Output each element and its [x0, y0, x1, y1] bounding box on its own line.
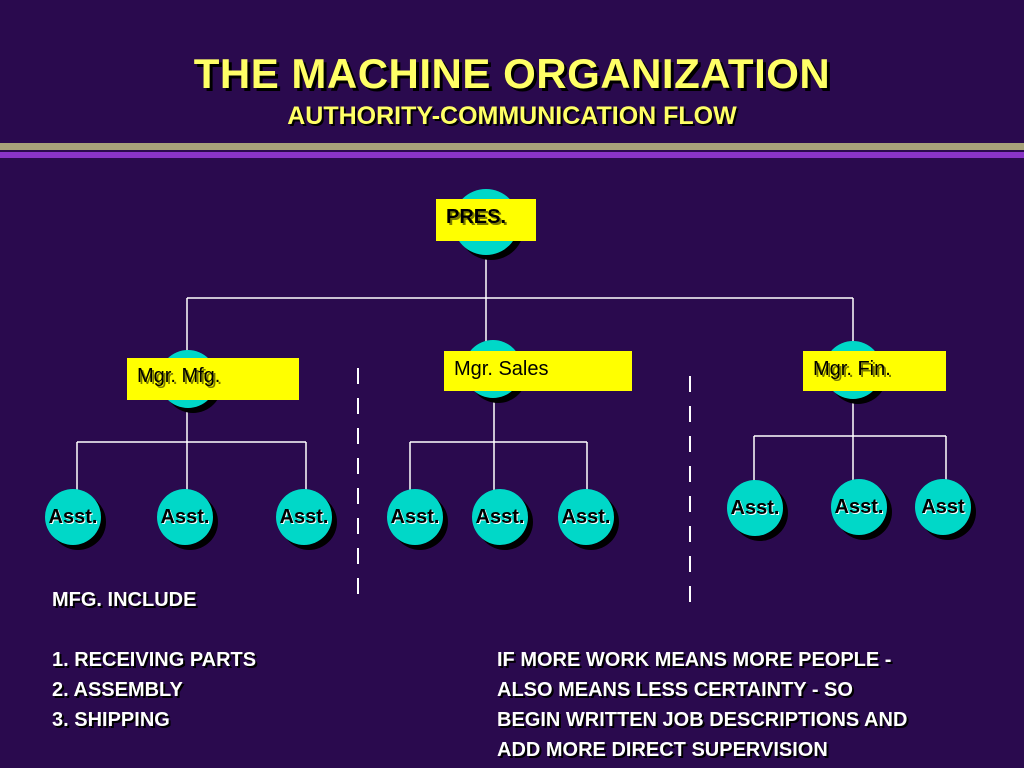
asst-fin-2: Asst.: [831, 479, 887, 535]
asst-mfg-2: Asst.: [157, 489, 213, 545]
mfg-include-item-3: 3. SHIPPING: [52, 709, 170, 731]
supervision-note-line-4: ADD MORE DIRECT SUPERVISION: [497, 739, 828, 761]
divider-rule-top: [0, 143, 1024, 150]
asst-fin-1: Asst.: [727, 480, 783, 536]
mgr-sales-box: Mgr. Sales: [444, 351, 632, 391]
asst-mfg-3: Asst.: [276, 489, 332, 545]
supervision-note-line-3: BEGIN WRITTEN JOB DESCRIPTIONS AND: [497, 709, 908, 731]
mgr-fin-box: Mgr. Fin.: [803, 351, 946, 391]
mfg-include-item-1: 1. RECEIVING PARTS: [52, 649, 257, 671]
mfg-include-heading: MFG. INCLUDE: [52, 589, 197, 611]
mgr-fin-label: Mgr. Fin.: [813, 358, 891, 380]
asst-fin-3: Asst: [915, 479, 971, 535]
supervision-note-line-1: IF MORE WORK MEANS MORE PEOPLE -: [497, 649, 892, 671]
mgr-mfg-label: Mgr. Mfg.: [137, 365, 221, 387]
mfg-include-item-2: 2. ASSEMBLY: [52, 679, 183, 701]
page-subtitle: AUTHORITY-COMMUNICATION FLOW: [287, 102, 737, 130]
supervision-note: IF MORE WORK MEANS MORE PEOPLE - ALSO ME…: [497, 645, 907, 765]
mfg-include-notes: MFG. INCLUDE 1. RECEIVING PARTS 2. ASSEM…: [52, 585, 256, 735]
asst-sales-3: Asst.: [558, 489, 614, 545]
pres-label: PRES.: [446, 206, 507, 228]
page-title: THE MACHINE ORGANIZATION: [193, 50, 831, 97]
asst-sales-2: Asst.: [472, 489, 528, 545]
asst-sales-1: Asst.: [387, 489, 443, 545]
divider-rule-bottom: [0, 152, 1024, 158]
asst-mfg-1: Asst.: [45, 489, 101, 545]
supervision-note-line-2: ALSO MEANS LESS CERTAINTY - SO: [497, 679, 853, 701]
mgr-mfg-box: Mgr. Mfg.: [127, 358, 299, 400]
mgr-sales-label: Mgr. Sales: [454, 358, 549, 380]
pres-box: PRES.: [436, 199, 536, 241]
